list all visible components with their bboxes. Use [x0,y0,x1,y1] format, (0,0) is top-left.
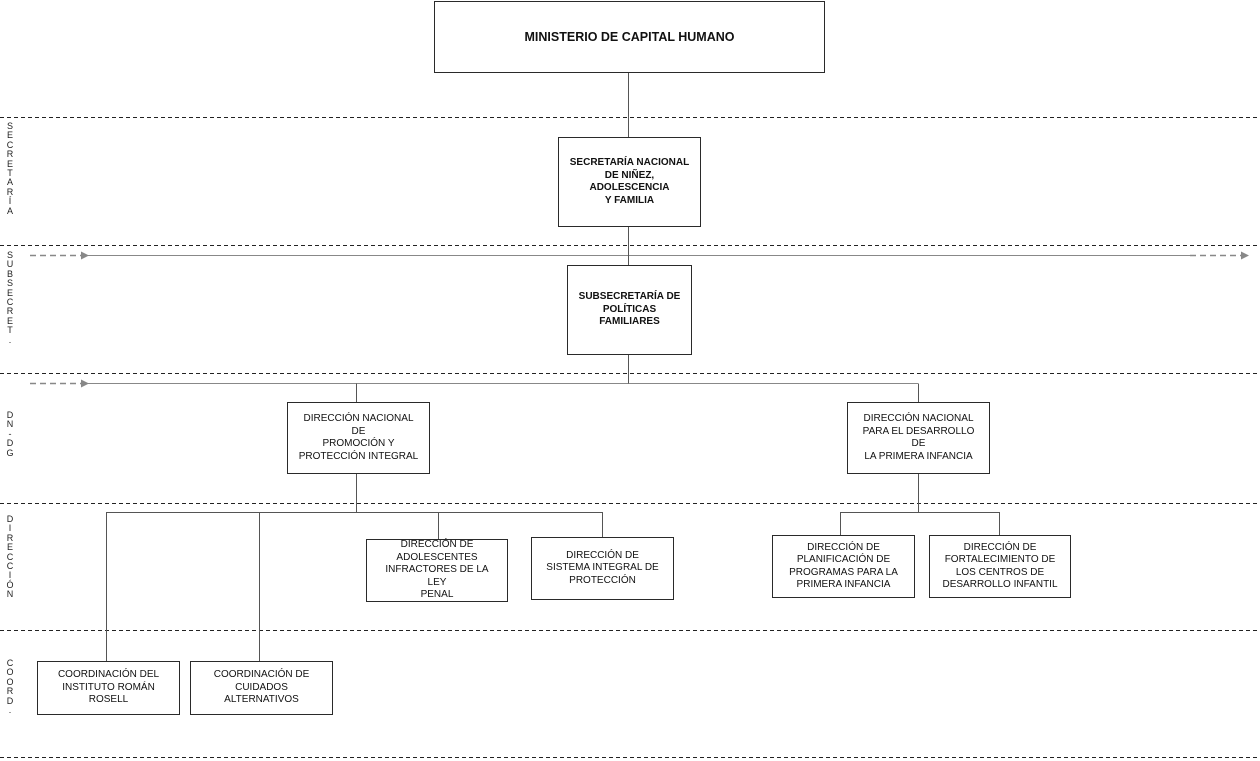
node-dir-fortalecimiento-label: DIRECCIÓN DE FORTALECIMIENTO DE LOS CENT… [942,541,1058,591]
node-dn-primera-infancia-label: DIRECCIÓN NACIONAL PARA EL DESARROLLO DE… [862,413,975,462]
band-label-direccion: D I R E C C I Ó N [6,514,14,600]
node-dir-planificacion: DIRECCIÓN DE PLANIFICACIÓN DE PROGRAMAS … [772,535,915,598]
node-dir-sistema-label: DIRECCIÓN DE SISTEMA INTEGRAL DE PROTECC… [546,549,659,586]
node-dn-promocion: DIRECCIÓN NACIONAL DE PROMOCIÓN Y PROTEC… [287,402,430,474]
tree-connectors [106,72,1000,661]
node-coord-roman-rosell: COORDINACIÓN DEL INSTITUTO ROMÁN ROSELL [37,661,180,715]
node-dir-adolescentes: DIRECCIÓN DE ADOLESCENTES INFRACTORES DE… [366,539,508,602]
node-dir-adolescentes-label: DIRECCIÓN DE ADOLESCENTES INFRACTORES DE… [385,539,489,601]
node-dir-fortalecimiento: DIRECCIÓN DE FORTALECIMIENTO DE LOS CENT… [929,535,1071,598]
band-label-secretaria: S E C R E T A R Í A [6,121,14,216]
band-label-dn-dg: D N - D G [6,410,14,458]
node-ministerio: MINISTERIO DE CAPITAL HUMANO [434,1,825,73]
node-subsecretaria-label: SUBSECRETARÍA DE POLÍTICAS FAMILIARES [578,291,681,328]
node-secretaria-nacional: SECRETARÍA NACIONAL DE NIÑEZ, ADOLESCENC… [558,137,701,227]
node-coord-roman-rosell-label: COORDINACIÓN DEL INSTITUTO ROMÁN ROSELL [57,669,160,706]
node-dn-promocion-label: DIRECCIÓN NACIONAL DE PROMOCIÓN Y PROTEC… [298,413,419,462]
band-separators [0,117,1260,758]
node-dir-sistema: DIRECCIÓN DE SISTEMA INTEGRAL DE PROTECC… [531,537,674,600]
rails [88,255,1190,384]
node-coord-cuidados: COORDINACIÓN DE CUIDADOS ALTERNATIVOS [190,661,333,715]
node-dir-planificacion-label: DIRECCIÓN DE PLANIFICACIÓN DE PROGRAMAS … [789,541,898,591]
band-label-subsecretaria: S U B S E C R E T . [6,250,14,345]
node-subsecretaria: SUBSECRETARÍA DE POLÍTICAS FAMILIARES [567,265,692,355]
band-label-coord: C O O R D . [6,658,14,716]
node-coord-cuidados-label: COORDINACIÓN DE CUIDADOS ALTERNATIVOS [213,669,310,706]
node-dn-primera-infancia: DIRECCIÓN NACIONAL PARA EL DESARROLLO DE… [847,402,990,474]
node-ministerio-label: MINISTERIO DE CAPITAL HUMANO [524,29,735,44]
node-secretaria-label: SECRETARÍA NACIONAL DE NIÑEZ, ADOLESCENC… [569,157,690,206]
